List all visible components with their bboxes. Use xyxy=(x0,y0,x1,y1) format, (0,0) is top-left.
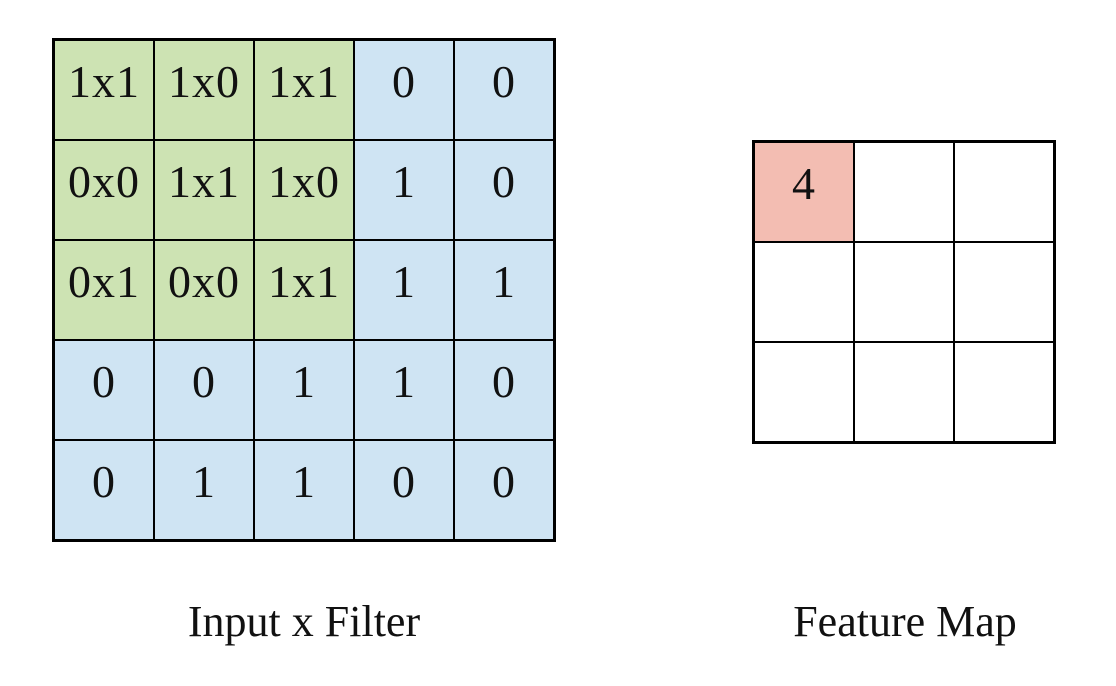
cell-value: 1 xyxy=(392,156,416,207)
cell-value: 1 xyxy=(392,356,416,407)
input-cell-r0-c3: 0 xyxy=(355,41,453,139)
feature-cell-r1-c0 xyxy=(755,243,853,341)
input-cell-r2-c2: 1x1 xyxy=(255,241,353,339)
cell-value: 1 xyxy=(292,356,316,407)
feature-cell-r0-c1 xyxy=(855,143,953,241)
input-cell-r1-c3: 1 xyxy=(355,141,453,239)
cell-value: 0 xyxy=(492,356,516,407)
cell-value: 1x0 xyxy=(268,156,340,207)
input-cell-r3-c3: 1 xyxy=(355,341,453,439)
input-cell-r3-c4: 0 xyxy=(455,341,553,439)
input-cell-r4-c1: 1 xyxy=(155,441,253,539)
cell-value: 0x1 xyxy=(68,256,140,307)
cell-value: 1 xyxy=(492,256,516,307)
input-grid-label: Input x Filter xyxy=(187,597,421,646)
feature-cell-r1-c1 xyxy=(855,243,953,341)
input-cell-r3-c2: 1 xyxy=(255,341,353,439)
input-cell-r2-c3: 1 xyxy=(355,241,453,339)
cell-value: 1x1 xyxy=(68,56,140,107)
cell-value: 0 xyxy=(392,56,416,107)
cell-value: 1 xyxy=(392,256,416,307)
cell-value: 0 xyxy=(392,456,416,507)
input-times-filter-grid: 1x1 1x0 1x1 0 0 0x0 1x1 1x0 1 0 0x1 0x0 1x1 1 1 0 0 1 1 0 0 1… xyxy=(52,38,556,542)
input-cell-r4-c0: 0 xyxy=(55,441,153,539)
cell-value: 0 xyxy=(492,456,516,507)
cell-value: 0 xyxy=(492,156,516,207)
cell-value: 1x0 xyxy=(168,56,240,107)
feature-map-grid: 4 xyxy=(752,140,1056,444)
feature-cell-r0-c2 xyxy=(955,143,1053,241)
feature-cell-r1-c2 xyxy=(955,243,1053,341)
input-cell-r3-c0: 0 xyxy=(55,341,153,439)
cell-value: 4 xyxy=(792,158,816,209)
cell-value: 1 xyxy=(192,456,216,507)
cell-value: 0 xyxy=(492,56,516,107)
cell-value: 0 xyxy=(192,356,216,407)
input-cell-r1-c2: 1x0 xyxy=(255,141,353,239)
input-cell-r2-c1: 0x0 xyxy=(155,241,253,339)
input-cell-r0-c1: 1x0 xyxy=(155,41,253,139)
cell-value: 1x1 xyxy=(168,156,240,207)
feature-map-label: Feature Map xyxy=(793,597,1017,646)
input-cell-r0-c2: 1x1 xyxy=(255,41,353,139)
input-cell-r2-c0: 0x1 xyxy=(55,241,153,339)
input-cell-r1-c1: 1x1 xyxy=(155,141,253,239)
cell-value: 0 xyxy=(92,456,116,507)
cell-value: 1x1 xyxy=(268,256,340,307)
cell-value: 1x1 xyxy=(268,56,340,107)
input-cell-r4-c3: 0 xyxy=(355,441,453,539)
feature-cell-r2-c0 xyxy=(755,343,853,441)
input-cell-r0-c4: 0 xyxy=(455,41,553,139)
feature-cell-r2-c2 xyxy=(955,343,1053,441)
input-cell-r4-c2: 1 xyxy=(255,441,353,539)
input-cell-r0-c0: 1x1 xyxy=(55,41,153,139)
input-cell-r1-c0: 0x0 xyxy=(55,141,153,239)
input-cell-r1-c4: 0 xyxy=(455,141,553,239)
input-cell-r4-c4: 0 xyxy=(455,441,553,539)
input-cell-r3-c1: 0 xyxy=(155,341,253,439)
cell-value: 0 xyxy=(92,356,116,407)
feature-cell-r0-c0: 4 xyxy=(755,143,853,241)
cell-value: 0x0 xyxy=(168,256,240,307)
cell-value: 0x0 xyxy=(68,156,140,207)
input-cell-r2-c4: 1 xyxy=(455,241,553,339)
feature-cell-r2-c1 xyxy=(855,343,953,441)
cell-value: 1 xyxy=(292,456,316,507)
